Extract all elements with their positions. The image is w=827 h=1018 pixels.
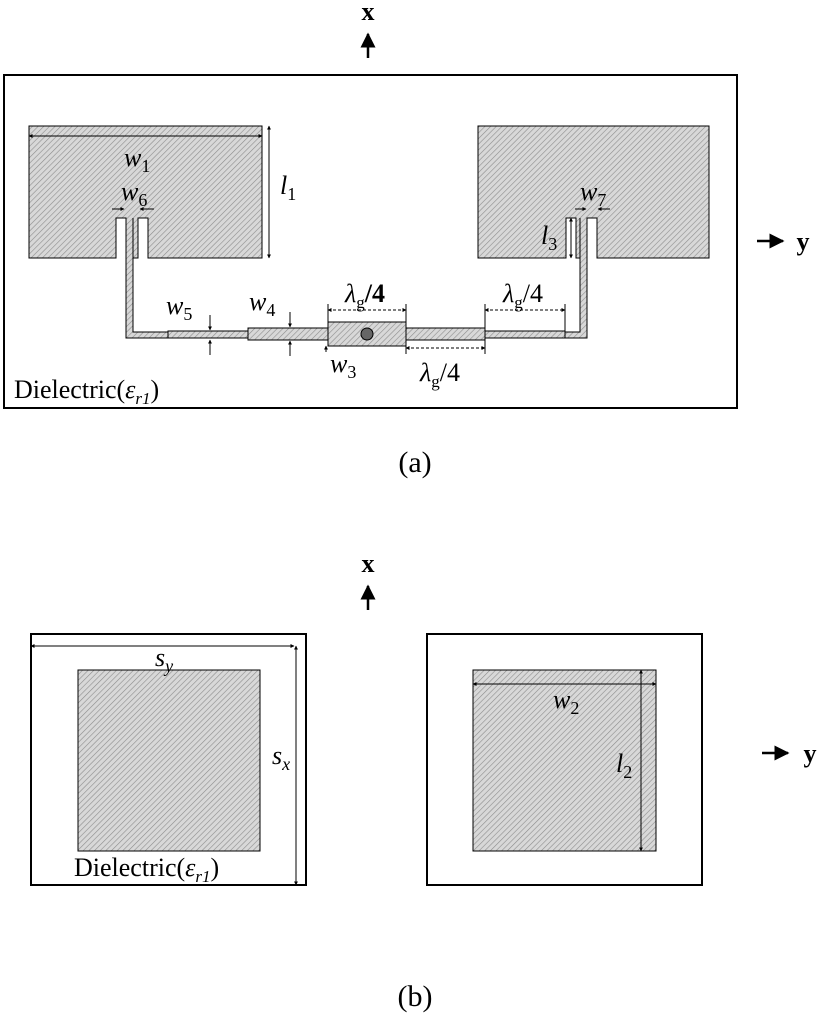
parasitic-patch-right	[472, 669, 657, 852]
line-right-wide	[405, 327, 486, 341]
panel-a: x y w1 l1 w6 w7 l	[3, 0, 810, 479]
panel-b-axis-y-label: y	[804, 739, 817, 768]
label-sx: sx	[272, 741, 290, 774]
label-w6: w6	[121, 177, 147, 210]
caption-b: (b)	[398, 980, 433, 1013]
panel-b: x y sy sx Dielectric(εr1) w2 l2 (b)	[30, 549, 817, 1013]
label-w1: w1	[124, 143, 150, 176]
label-lambda-bottom: λg/4	[419, 358, 460, 391]
line-w4	[247, 327, 329, 341]
label-lambda-center: λg/4	[344, 279, 385, 312]
feed-point	[360, 327, 374, 341]
left-patch	[28, 125, 263, 259]
panel-b-axis-x-label: x	[362, 549, 375, 578]
label-w5: w5	[166, 291, 192, 324]
label-l1: l1	[280, 171, 296, 204]
label-lambda-right: λg/4	[502, 279, 543, 312]
dielectric-label-b: Dielectric(εr1)	[74, 853, 219, 886]
line-right-narrow	[484, 330, 566, 339]
caption-a: (a)	[398, 446, 431, 479]
line-w5	[167, 330, 249, 339]
label-w2: w2	[553, 685, 579, 718]
dielectric-substrate-b-left	[30, 633, 307, 886]
panel-a-axis-x-label: x	[362, 0, 375, 26]
dielectric-label-a: Dielectric(εr1)	[14, 375, 159, 408]
panel-a-axis-y-label: y	[797, 227, 810, 256]
parasitic-patch-left	[77, 669, 261, 852]
label-sy: sy	[155, 643, 173, 676]
dielectric-substrate-a	[3, 74, 738, 409]
label-l3: l3	[541, 221, 557, 254]
dielectric-substrate-b-right	[426, 633, 703, 886]
label-w3: w3	[330, 349, 356, 382]
label-w4: w4	[249, 287, 275, 320]
label-w7: w7	[580, 177, 606, 210]
label-l2: l2	[616, 749, 632, 782]
